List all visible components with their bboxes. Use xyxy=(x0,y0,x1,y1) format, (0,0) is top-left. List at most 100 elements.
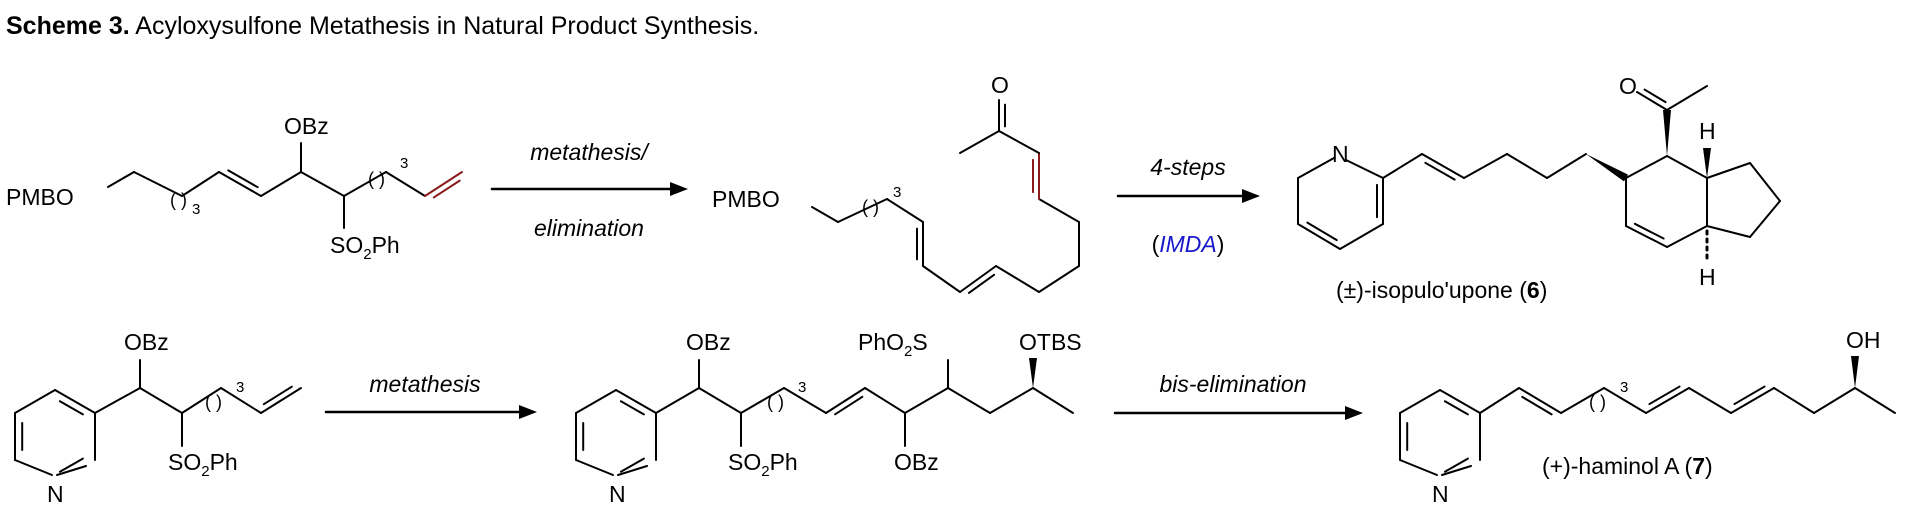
bond xyxy=(575,389,617,414)
arrow-label-top: metathesis/ xyxy=(530,139,650,165)
bond xyxy=(1625,155,1668,179)
bond xyxy=(1399,389,1441,414)
bond xyxy=(864,387,906,414)
arrowhead xyxy=(1242,189,1260,203)
pmbo-label: PMBO xyxy=(6,184,74,210)
nitrogen-label: N xyxy=(47,481,64,507)
nitrogen-label: N xyxy=(609,481,626,507)
arrow-label-top: 4-steps xyxy=(1150,154,1226,180)
bond xyxy=(1854,387,1896,414)
arrow-label-bottom: elimination xyxy=(534,215,644,241)
bond xyxy=(655,387,700,414)
bond xyxy=(385,171,426,197)
repeat-paren: ( ) xyxy=(767,392,784,412)
compound-name: (±)-isopulo'upone (6) xyxy=(1336,277,1547,303)
double-bond xyxy=(260,387,302,414)
double-bond xyxy=(825,387,866,414)
bond xyxy=(54,389,96,414)
double-bond xyxy=(834,395,864,416)
bond xyxy=(220,387,262,414)
oxygen-label: O xyxy=(1619,73,1637,99)
so2ph-label: SO2Ph xyxy=(168,449,238,480)
wedge-bond xyxy=(1851,356,1859,388)
bond xyxy=(56,465,87,476)
bond xyxy=(94,387,141,414)
bond xyxy=(904,387,949,414)
bond xyxy=(1773,387,1815,414)
double-bond xyxy=(1633,222,1665,240)
bond xyxy=(1749,162,1781,202)
obz-label: OBz xyxy=(124,329,169,355)
bond xyxy=(1441,465,1472,476)
bond xyxy=(1666,225,1708,248)
bond xyxy=(1506,153,1548,179)
bond xyxy=(740,387,785,414)
aromatic-bond xyxy=(619,457,645,473)
arrow-bis-elimination: bis-elimination xyxy=(1159,371,1306,397)
double-bond xyxy=(262,385,293,406)
repeat-paren: ( ) xyxy=(1589,392,1606,412)
bond xyxy=(300,171,345,197)
pmbo-label: PMBO xyxy=(712,186,780,212)
repeat-paren: ( ) xyxy=(205,392,222,412)
aromatic-bond xyxy=(58,400,84,416)
so2ph-label: SO2Ph xyxy=(330,232,400,263)
bond xyxy=(1666,155,1708,179)
bond xyxy=(1666,85,1708,111)
repeat-paren: ( ) xyxy=(862,197,879,217)
bond xyxy=(1603,387,1647,414)
nitrogen-label: N xyxy=(1332,141,1349,167)
bond xyxy=(1297,157,1335,179)
repeat-count: 3 xyxy=(1620,379,1628,396)
repeat-count: 3 xyxy=(798,379,806,396)
scheme-caption: Acyloxysulfone Metathesis in Natural Pro… xyxy=(135,12,760,40)
bond xyxy=(959,130,1000,154)
double-bond xyxy=(1645,387,1690,414)
bond xyxy=(615,389,657,414)
double-bond xyxy=(1421,153,1465,179)
aromatic-bond xyxy=(619,400,645,416)
bond xyxy=(1399,459,1438,476)
intermediate-bis-sulfone: N OBz SO2Ph OBz PhO2S OTBS ( ) 3 xyxy=(609,329,1082,507)
arrow-metathesis-elimination: metathesis/ elimination xyxy=(530,139,650,241)
bond xyxy=(1546,153,1587,179)
bonds xyxy=(14,85,1896,476)
bond xyxy=(1706,225,1751,238)
double-bond xyxy=(1306,221,1338,242)
arrowhead xyxy=(1345,406,1363,420)
arrow-metathesis: metathesis xyxy=(369,371,481,397)
double-bond xyxy=(1733,385,1766,406)
double-bond xyxy=(1518,387,1562,414)
double-bond xyxy=(1625,225,1668,248)
bond xyxy=(1345,159,1384,179)
bond xyxy=(998,130,1040,154)
bond xyxy=(14,389,56,414)
bond xyxy=(922,265,961,293)
wedge-bond xyxy=(1663,110,1671,156)
bond xyxy=(343,171,387,197)
hydrogen-label: H xyxy=(1699,264,1716,290)
starting-material-1: PMBO OBz SO2Ph ( ) 3 ( ) 3 xyxy=(6,113,408,263)
repeat-count: 3 xyxy=(192,201,200,218)
double-bond xyxy=(959,265,997,293)
bond xyxy=(1463,153,1508,179)
bond xyxy=(133,171,183,197)
bond xyxy=(1749,200,1781,238)
bond xyxy=(139,387,183,414)
double-bond xyxy=(1424,161,1456,181)
bond xyxy=(1813,387,1856,414)
wedge-bond xyxy=(1586,154,1629,182)
bond xyxy=(837,198,888,223)
bond xyxy=(617,465,648,476)
wedge-bond xyxy=(1703,148,1711,178)
oxygen-label: O xyxy=(991,72,1009,98)
pho2s-label: PhO2S xyxy=(858,329,928,360)
oh-label: OH xyxy=(1846,327,1881,353)
arrow-4-steps: 4-steps (IMDA) xyxy=(1150,154,1226,257)
bond xyxy=(1706,162,1751,179)
obz-label: OBz xyxy=(686,329,731,355)
bond xyxy=(811,206,839,223)
product-haminol-a: N OH ( ) 3 (+)-haminol A (7) xyxy=(1432,327,1881,507)
bond xyxy=(1038,198,1080,223)
